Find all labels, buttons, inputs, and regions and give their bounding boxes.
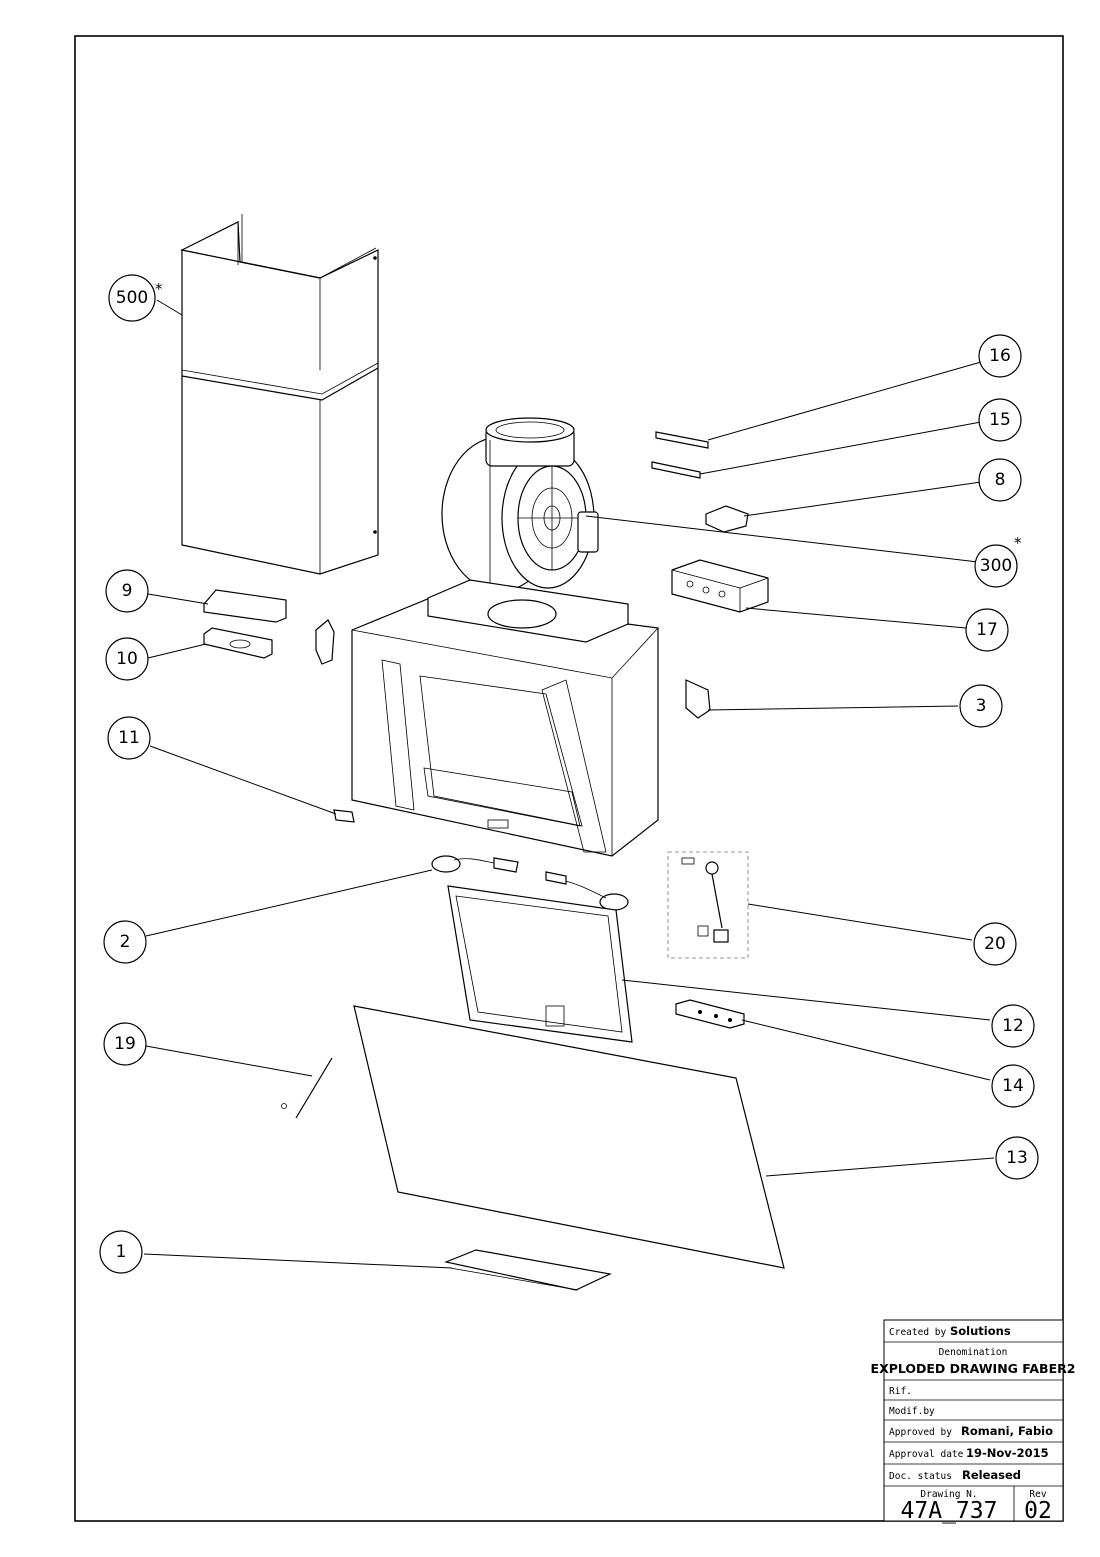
- callout-19: 19: [103, 1022, 147, 1066]
- svg-text:14: 14: [1002, 1076, 1024, 1096]
- callout-13: 13: [995, 1136, 1039, 1180]
- callout-2: 2: [103, 920, 147, 964]
- light-bar-part: [675, 999, 745, 1029]
- blower-motor-part: [441, 417, 599, 592]
- hood-body-part: [351, 579, 659, 857]
- glass-panel-part: [353, 1005, 785, 1269]
- svg-text:10: 10: [116, 649, 138, 669]
- approval-date-value: 19-Nov-2015: [966, 1446, 1049, 1460]
- svg-text:1: 1: [116, 1242, 127, 1262]
- callout-11: 11: [107, 716, 151, 760]
- bracket-part-3: [685, 679, 711, 719]
- callout-500: 500 *: [108, 274, 163, 322]
- callout-300: 300 *: [974, 534, 1022, 588]
- svg-text:12: 12: [1002, 1016, 1024, 1036]
- svg-text:3: 3: [976, 696, 987, 716]
- callout-3: 3: [959, 684, 1003, 728]
- bracket-part-left: [315, 619, 335, 665]
- svg-text:16: 16: [989, 346, 1011, 366]
- callout-16: 16: [978, 334, 1022, 378]
- svg-text:500: 500: [116, 288, 148, 308]
- revision-label: Rev: [1029, 1489, 1046, 1500]
- callout-10: 10: [105, 637, 149, 681]
- svg-text:20: 20: [984, 934, 1006, 954]
- lamp-part-10: [203, 627, 273, 659]
- denomination-value: EXPLODED DRAWING FABER2: [871, 1361, 1076, 1376]
- svg-text:8: 8: [995, 470, 1006, 490]
- svg-text:17: 17: [976, 620, 998, 640]
- switch-part-8: [705, 505, 749, 533]
- doc-status-label: Doc. status: [889, 1471, 952, 1482]
- revision-value: 02: [1024, 1498, 1052, 1524]
- created-by-value: Solutions: [950, 1324, 1011, 1338]
- bracket-part-15: [651, 461, 701, 479]
- approved-by-label: Approved by: [889, 1427, 952, 1438]
- drawing-number-value: 47A_737: [901, 1498, 998, 1524]
- lamp-assembly-part-2: [431, 855, 629, 911]
- created-by-label: Created by: [889, 1327, 946, 1338]
- filter-frame-part: [447, 885, 633, 1043]
- callout-15: 15: [978, 398, 1022, 442]
- leader-lines: [143, 299, 995, 1269]
- approval-date-label: Approval date: [889, 1449, 964, 1460]
- callout-12: 12: [991, 1004, 1035, 1048]
- doc-status-value: Released: [962, 1468, 1021, 1482]
- bottom-plate-part: [443, 1249, 612, 1291]
- bracket-part-16: [655, 431, 709, 449]
- callout-20: 20: [973, 922, 1017, 966]
- lamp-holder-part-9: [203, 589, 287, 623]
- callout-9: 9: [105, 569, 149, 613]
- svg-text:2: 2: [120, 932, 131, 952]
- svg-text:9: 9: [122, 581, 133, 601]
- svg-text:*: *: [1014, 534, 1022, 552]
- approved-by-value: Romani, Fabio: [961, 1424, 1053, 1438]
- svg-text:15: 15: [989, 410, 1011, 430]
- control-box-part: [671, 559, 769, 613]
- drawing-number-label: Drawing N.: [920, 1489, 977, 1500]
- svg-text:19: 19: [114, 1034, 136, 1054]
- modif-label: Modif.by: [889, 1406, 935, 1417]
- denomination-label: Denomination: [939, 1347, 1008, 1358]
- callout-17: 17: [965, 608, 1009, 652]
- connector-part-11: [333, 809, 355, 823]
- callout-1: 1: [99, 1230, 143, 1274]
- rod-part: [281, 1057, 333, 1119]
- svg-text:300: 300: [980, 556, 1012, 576]
- chimney-part: [180, 214, 379, 575]
- svg-text:11: 11: [118, 728, 140, 748]
- rif-label: Rif.: [889, 1386, 912, 1397]
- callout-8: 8: [978, 458, 1022, 502]
- title-block: Created by Solutions Denomination EXPLOD…: [871, 1319, 1076, 1524]
- callout-14: 14: [991, 1064, 1035, 1108]
- svg-text:13: 13: [1006, 1148, 1028, 1168]
- svg-text:*: *: [155, 280, 163, 298]
- sheet-border: [74, 35, 1064, 1522]
- gas-spring-kit-part: [667, 851, 749, 959]
